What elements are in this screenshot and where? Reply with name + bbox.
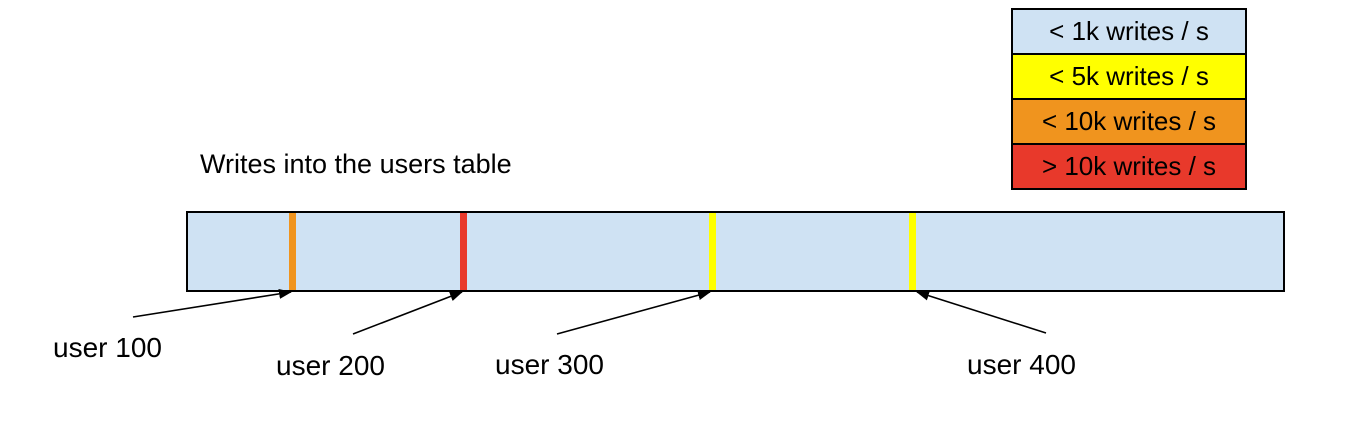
- legend-item-label: < 1k writes / s: [1049, 16, 1209, 46]
- users-table-band: [186, 211, 1285, 292]
- arrow-user-400: [916, 290, 1047, 334]
- legend-item-gt-10k: > 10k writes / s: [1011, 143, 1247, 190]
- arrow-user-300: [556, 290, 711, 335]
- legend-item-lt-10k: < 10k writes / s: [1011, 98, 1247, 145]
- label-user-400: user 400: [967, 349, 1076, 380]
- legend-item-label: > 10k writes / s: [1041, 151, 1217, 181]
- stripe-user-200: [460, 213, 467, 290]
- legend-item-lt-5k: < 5k writes / s: [1011, 53, 1247, 100]
- legend: < 1k writes / s < 5k writes / s < 10k wr…: [1011, 8, 1247, 190]
- label-user-300: user 300: [495, 349, 604, 380]
- arrow-user-200: [352, 291, 463, 335]
- stripe-user-100: [289, 213, 296, 290]
- legend-item-lt-1k: < 1k writes / s: [1011, 8, 1247, 55]
- stripe-user-400: [909, 213, 916, 290]
- label-user-100: user 100: [53, 332, 162, 363]
- legend-item-label: < 5k writes / s: [1049, 61, 1209, 91]
- legend-item-label: < 10k writes / s: [1041, 106, 1217, 136]
- stripe-user-300: [709, 213, 716, 290]
- arrow-user-100: [132, 288, 292, 318]
- diagram-title: Writes into the users table: [200, 149, 512, 179]
- label-user-200: user 200: [276, 350, 385, 381]
